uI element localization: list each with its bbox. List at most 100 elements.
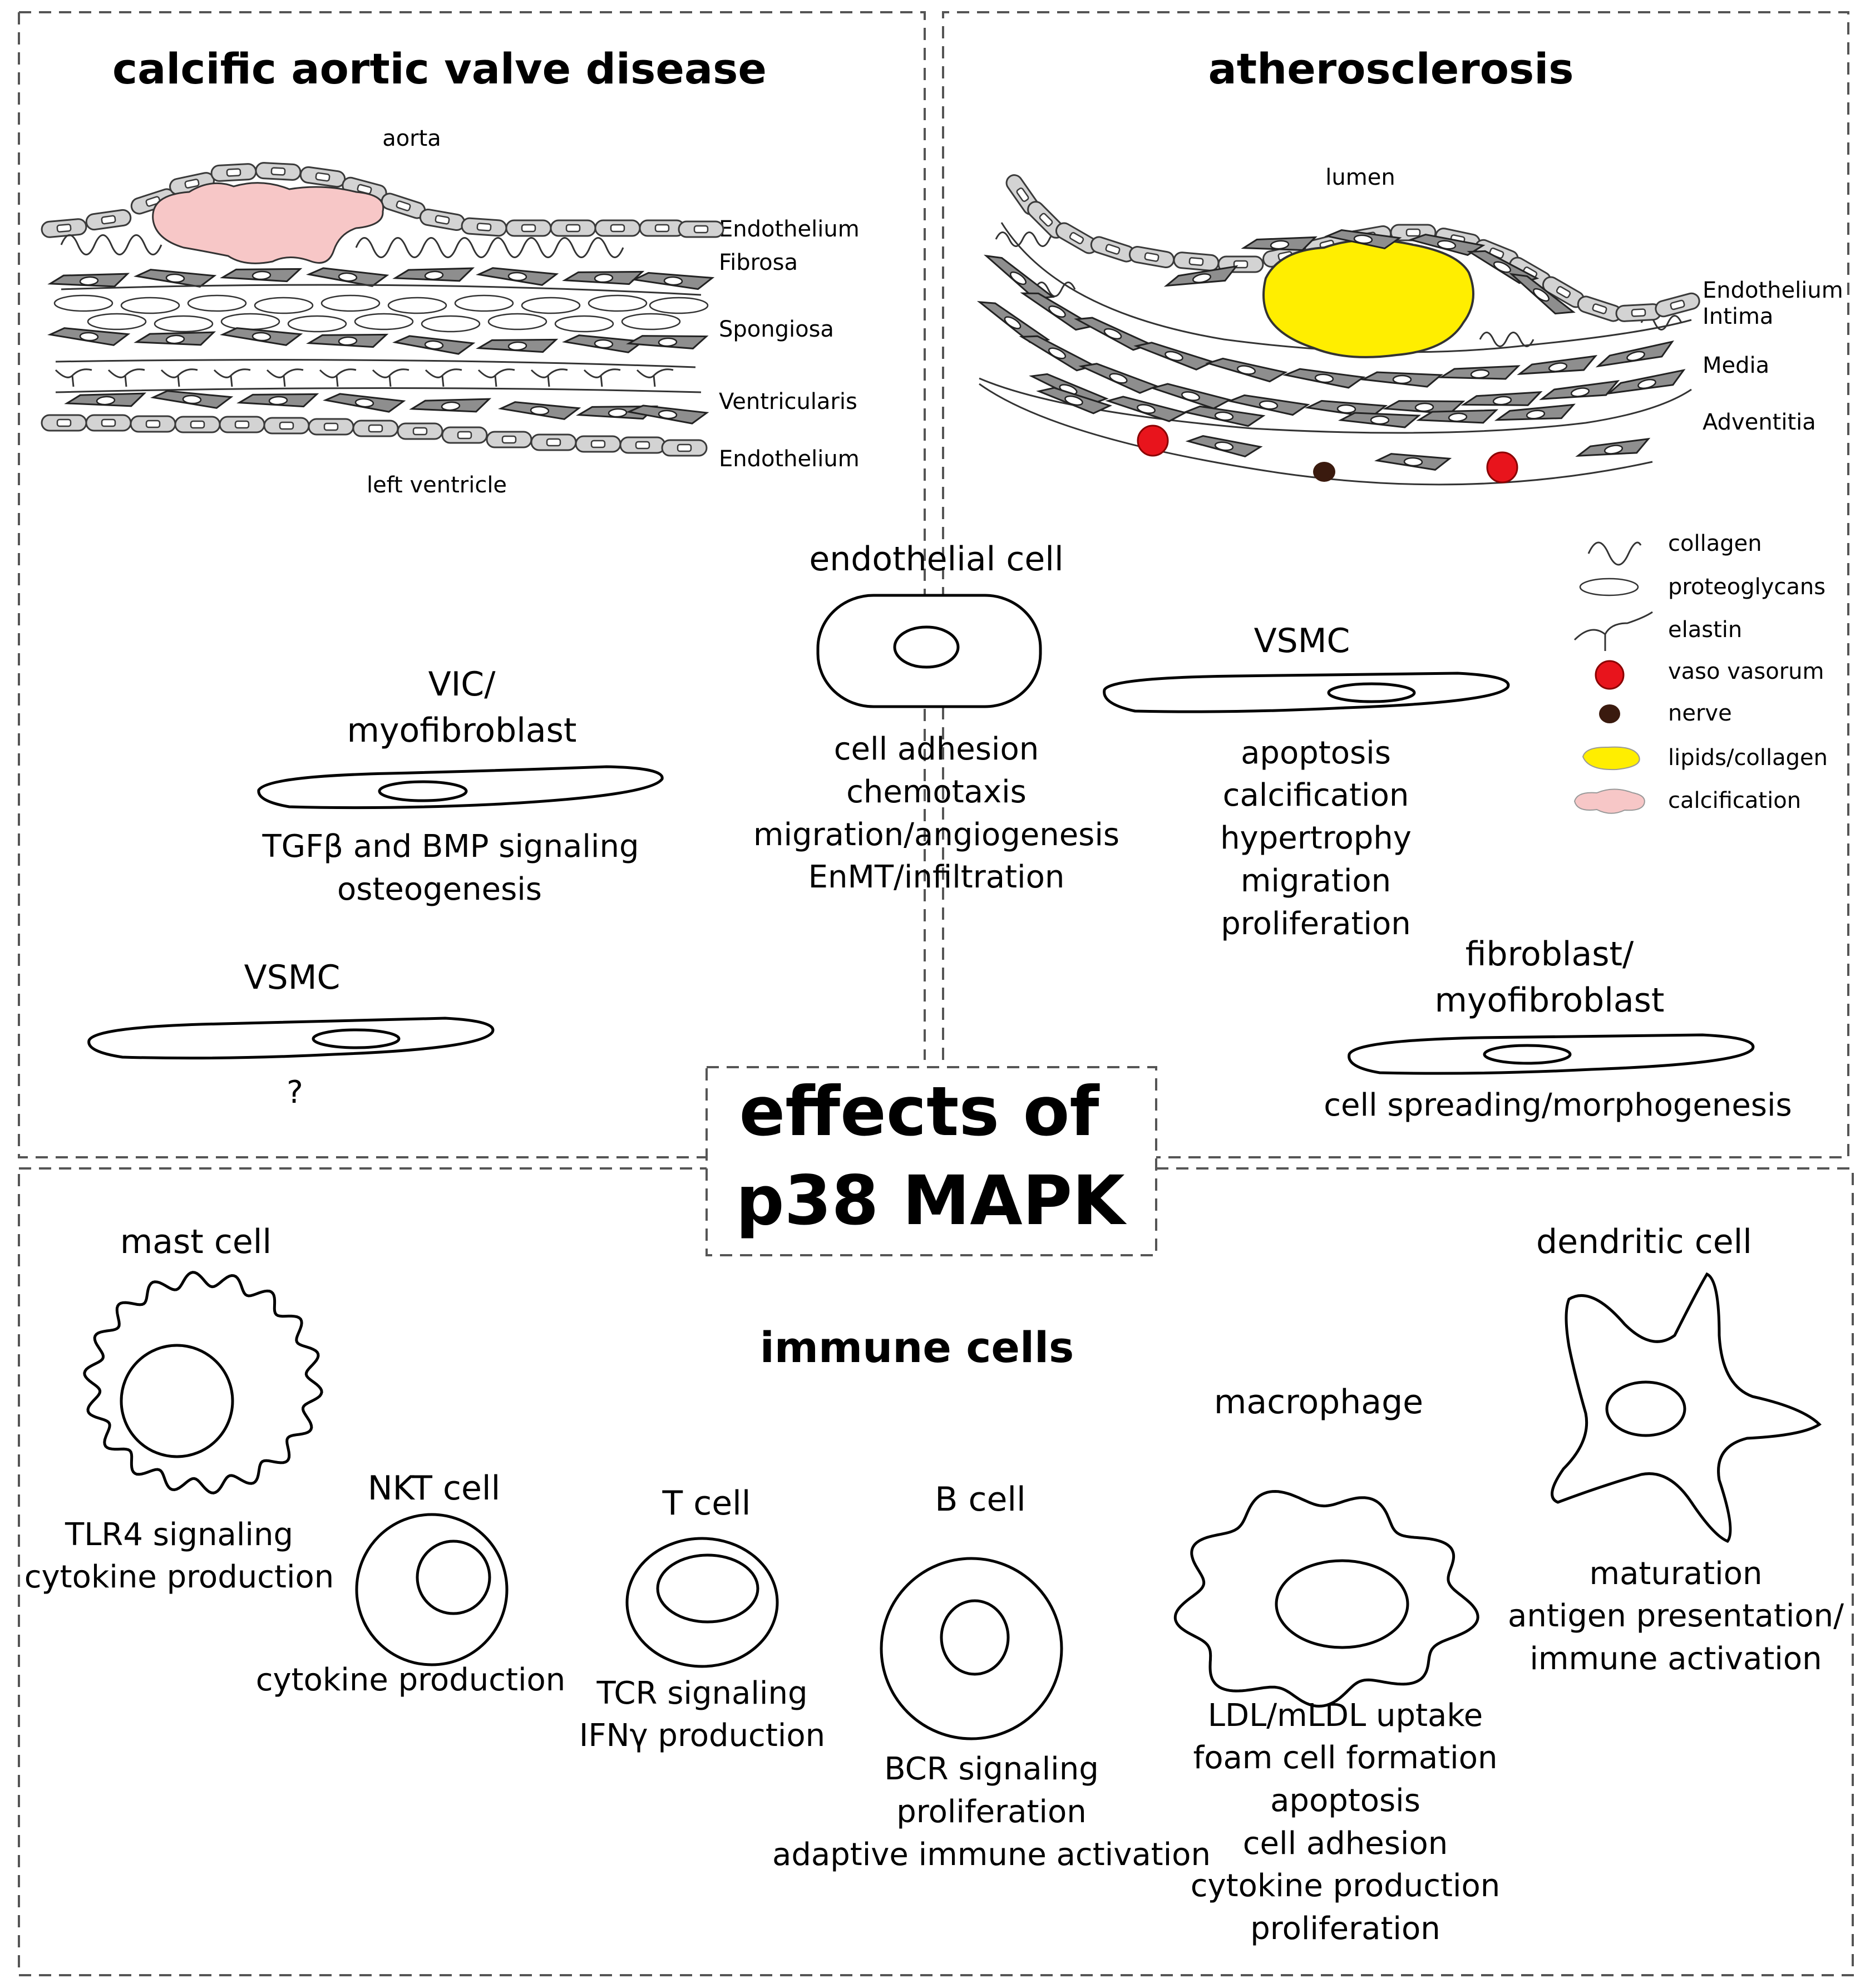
smooth-muscle-cell-nucleus [1004, 316, 1022, 329]
smooth-muscle-cell-nucleus [594, 339, 614, 349]
smooth-muscle-cell-nucleus [1403, 457, 1423, 467]
athero-layer-media: Media [1703, 353, 1769, 378]
endothelial-cell-nucleus [279, 421, 294, 430]
endothelial-cell-nucleus [1144, 252, 1160, 262]
proteoglycan [53, 294, 114, 312]
endothelial-cell-nucleus [368, 424, 383, 433]
smooth-muscle-cell [1282, 368, 1366, 389]
smooth-muscle-cell [1227, 394, 1310, 416]
smooth-muscle-cell-nucleus [1214, 441, 1234, 451]
smooth-muscle-cell-nucleus [1370, 415, 1390, 425]
smooth-muscle-cell-nucleus [182, 394, 202, 404]
smooth-muscle-cell [323, 393, 406, 413]
proteoglycan-icon [1579, 578, 1639, 596]
smooth-muscle-cell-nucleus [79, 276, 99, 286]
smooth-muscle-cell-nucleus [1336, 404, 1356, 414]
athero-vaso-vasorum-2 [1486, 451, 1518, 484]
athero-intima-smooth-muscle [1163, 229, 1576, 315]
endothelial-cell-nucleus [610, 224, 625, 233]
smooth-muscle-cell [1185, 435, 1263, 458]
smooth-muscle-cell [1133, 342, 1215, 371]
proteoglycan [649, 297, 709, 314]
elastin-fiber [213, 368, 251, 387]
smooth-muscle-cell [1595, 340, 1674, 368]
endothelial-cell [419, 208, 466, 231]
smooth-muscle-cell-nucleus [1437, 240, 1457, 250]
smooth-muscle-cell [1182, 405, 1266, 427]
endothelial-cell [530, 433, 577, 451]
cavd-layer-endothelium-bottom: Endothelium [719, 446, 860, 472]
endothelial-cell [1128, 245, 1175, 269]
smooth-muscle-cell [1360, 371, 1443, 388]
endothelial-effect-2: chemotaxis [846, 774, 1027, 810]
smooth-muscle-cell [1539, 379, 1620, 400]
b-effect-3: adaptive immune activation [772, 1837, 1211, 1873]
athero-panel: atherosclerosis lumen Endothelium Intima… [976, 44, 1843, 814]
endothelial-effect-1: cell adhesion [834, 731, 1039, 767]
endothelial-cell [441, 426, 488, 444]
endothelial-cell-nucleus [145, 420, 161, 428]
macrophage-name: macrophage [1214, 1383, 1423, 1422]
immune-cell-dendritic: dendritic cell maturation antigen presen… [1508, 1222, 1844, 1677]
legend-label-collagen: collagen [1668, 531, 1762, 556]
smooth-muscle-cell [306, 267, 389, 287]
cavd-fibrosa-collagen [60, 234, 624, 258]
smooth-muscle-cell [220, 268, 303, 283]
smooth-muscle-cell-nucleus [594, 273, 614, 283]
immune-heading: immune cells [760, 1323, 1074, 1372]
legend-label-calcification: calcification [1668, 788, 1801, 813]
smooth-muscle-cell-nucleus [1236, 365, 1256, 375]
smooth-muscle-cell [1374, 453, 1452, 471]
endothelial-cell-nucleus [521, 224, 536, 233]
smooth-muscle-cell-nucleus [1048, 347, 1067, 359]
smooth-muscle-cell-nucleus [1603, 445, 1624, 455]
panel-frames [18, 11, 1854, 1976]
elastin-fiber [583, 368, 621, 387]
endothelial-cell-nucleus [1016, 188, 1029, 202]
endothelial-cell-nucleus [1631, 308, 1646, 317]
athero-vessel-drawing [976, 174, 1700, 486]
smooth-muscle-cell [562, 270, 645, 285]
smooth-muscle-cell-nucleus [1493, 261, 1512, 273]
endothelial-cell-nucleus [1069, 232, 1084, 244]
t-cell-name: T cell [662, 1484, 751, 1523]
cavd-ventricularis-smooth-muscle-row [64, 390, 709, 425]
elastin-fiber [319, 368, 357, 387]
athero-outer-border [979, 383, 1653, 486]
endothelial-cell [550, 219, 596, 237]
endothelial-cell-nucleus [184, 179, 200, 189]
smooth-muscle-cell [1105, 396, 1188, 422]
smooth-muscle-cell [626, 404, 709, 425]
elastin-fiber [636, 368, 674, 387]
fibroblast-cell-nucleus [1483, 1044, 1572, 1065]
cavd-spongiosa-proteoglycans-2 [87, 313, 681, 333]
vic-name-line-2: myofibroblast [347, 711, 577, 750]
athero-media-smooth-muscle [976, 254, 1686, 428]
smooth-muscle-cell-nucleus [251, 270, 272, 280]
elastin-fiber [266, 368, 304, 387]
smooth-muscle-cell-nucleus [658, 410, 678, 420]
smooth-muscle-cell-nucleus [1470, 369, 1490, 379]
smooth-muscle-cell-nucleus [608, 408, 628, 418]
mast-cell-nucleus [120, 1344, 234, 1458]
endothelial-cell-nucleus [457, 431, 472, 440]
endothelial-cell [486, 431, 532, 448]
smooth-muscle-cell [134, 331, 216, 346]
smooth-muscle-cell-nucleus [530, 406, 550, 416]
macrophage-effect-2: foam cell formation [1193, 1740, 1498, 1776]
smooth-muscle-cell-nucleus [1192, 273, 1211, 283]
vsmc-cavd-name: VSMC [244, 958, 341, 997]
proteoglycan [454, 294, 514, 312]
smooth-muscle-cell-nucleus [1109, 373, 1128, 384]
vic-name-line-1: VIC/ [428, 665, 496, 704]
elastin-icon [1573, 611, 1653, 651]
legend-label-nerve: nerve [1668, 701, 1732, 726]
athero-layer-labels: Endothelium Intima Media Adventitia [1703, 278, 1843, 435]
endothelial-cell [1615, 303, 1662, 322]
smooth-muscle-cell-nucleus [1353, 234, 1373, 244]
smooth-muscle-cell [475, 267, 559, 286]
t-effect-2: IFNγ production [579, 1718, 825, 1754]
endothelial-cell-nucleus [893, 625, 960, 669]
endothelial-cell [639, 219, 685, 237]
cavd-spongiosa-border-top [61, 284, 702, 296]
